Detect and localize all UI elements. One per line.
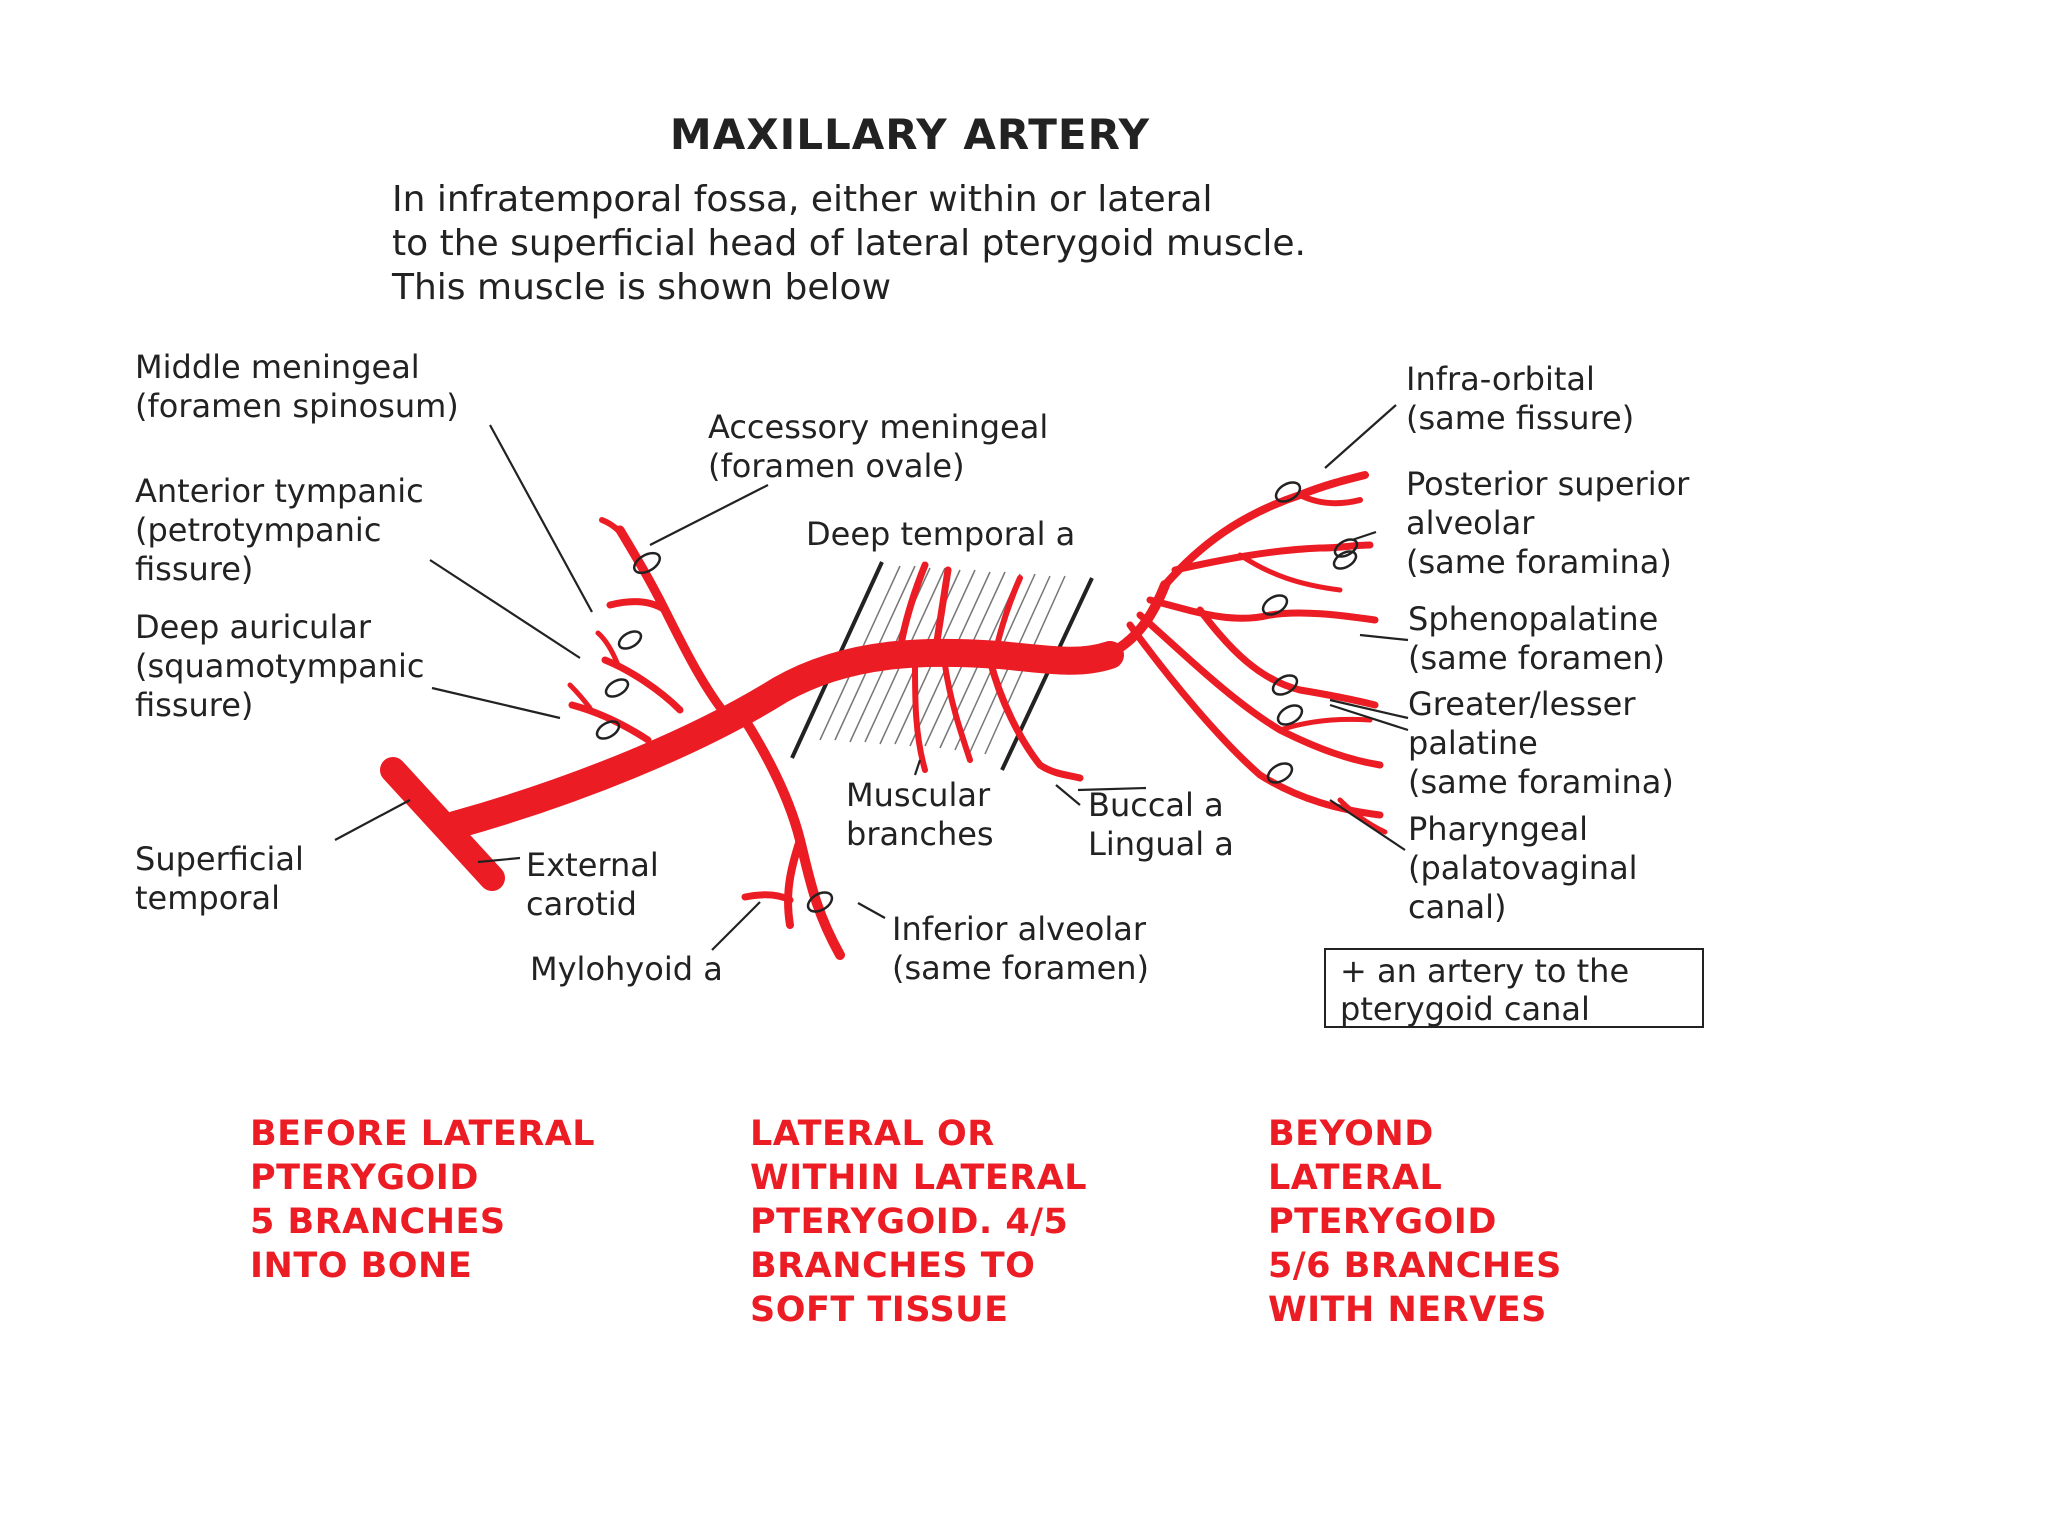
summary-line: LATERAL — [1268, 1158, 1443, 1198]
label-pharyngeal: Pharyngeal (palatovaginal canal) — [1408, 810, 1638, 927]
anterior-tympanic-artery — [601, 656, 684, 714]
subtitle-line: to the superficial head of lateral ptery… — [392, 223, 1306, 264]
label-line: Greater/lesser — [1408, 685, 1636, 723]
summary-line: LATERAL OR — [750, 1114, 995, 1154]
label-line: (same foramina) — [1408, 763, 1674, 801]
label-line: canal) — [1408, 888, 1507, 926]
summary-line: BRANCHES TO — [750, 1246, 1036, 1286]
foramen-markers — [595, 481, 1359, 913]
label-inferior-alveolar: Inferior alveolar (same foramen) — [892, 910, 1149, 988]
label-line: (same foramen) — [892, 949, 1150, 987]
mylohyoid-branch — [741, 891, 794, 904]
summary-line: PTERYGOID — [250, 1158, 479, 1198]
summary-line: BEYOND — [1268, 1114, 1434, 1154]
infra-orbital-artery — [1161, 471, 1369, 589]
label-accessory-meningeal: Accessory meningeal (foramen ovale) — [708, 408, 1048, 486]
label-line: (petrotympanic — [135, 511, 382, 549]
summary-line: PTERYGOID. 4/5 — [750, 1202, 1069, 1242]
external-carotid-stub — [380, 757, 505, 891]
summary-before-lateral-pterygoid: BEFORE LATERAL PTERYGOID 5 BRANCHES INTO… — [250, 1112, 595, 1288]
summary-beyond-lateral-pterygoid: BEYOND LATERAL PTERYGOID 5/6 BRANCHES WI… — [1268, 1112, 1562, 1332]
summary-line: INTO BONE — [250, 1246, 473, 1286]
label-line: carotid — [526, 885, 637, 923]
pharyngeal-artery — [1126, 621, 1384, 819]
label-line: Muscular — [846, 776, 991, 814]
label-line: Sphenopalatine — [1408, 600, 1659, 638]
label-middle-meningeal: Middle meningeal (foramen spinosum) — [135, 348, 459, 426]
summary-line: WITHIN LATERAL — [750, 1158, 1088, 1198]
label-line: Accessory meningeal — [708, 408, 1049, 446]
label-line: palatine — [1408, 724, 1538, 762]
label-superficial-temporal: Superficial temporal — [135, 840, 304, 918]
label-line: Posterior superior — [1406, 465, 1690, 503]
label-line: temporal — [135, 879, 280, 917]
label-line: (same foramina) — [1406, 543, 1672, 581]
posterior-superior-alveolar-artery — [1171, 541, 1374, 574]
label-line: (same foramen) — [1408, 639, 1666, 677]
label-deep-auricular: Deep auricular (squamotympanic fissure) — [135, 608, 424, 725]
label-line: Inferior alveolar — [892, 910, 1146, 948]
label-line: fissure) — [135, 686, 254, 724]
label-line: Deep auricular — [135, 608, 371, 646]
diagram-title: MAXILLARY ARTERY — [669, 110, 1151, 159]
label-posterior-superior-alveolar: Posterior superior alveolar (same forami… — [1406, 465, 1689, 582]
label-line: branches — [846, 815, 994, 853]
summary-line: SOFT TISSUE — [750, 1290, 1009, 1330]
label-line: (same fissure) — [1406, 399, 1635, 437]
subtitle-line: In infratemporal fossa, either within or… — [392, 179, 1213, 220]
diagram-subtitle: In infratemporal fossa, either within or… — [392, 178, 1592, 310]
label-line: Deep temporal a — [806, 515, 1076, 553]
subtitle-line: This muscle is shown below — [392, 267, 892, 308]
label-line: (squamotympanic — [135, 647, 425, 685]
summary-line: 5 BRANCHES — [250, 1202, 506, 1242]
label-line: Middle meningeal — [135, 348, 420, 386]
palatine-artery — [1136, 611, 1384, 769]
label-line: (foramen ovale) — [708, 447, 965, 485]
summary-line: WITH NERVES — [1268, 1290, 1547, 1330]
deep-auricular-artery — [568, 701, 652, 744]
label-line: Anterior tympanic — [135, 472, 424, 510]
label-line: Infra-orbital — [1406, 360, 1595, 398]
leader-lines — [334, 404, 1409, 951]
summary-line: PTERYGOID — [1268, 1202, 1497, 1242]
label-anterior-tympanic: Anterior tympanic (petrotympanic fissure… — [135, 472, 424, 589]
label-mylohyoid: Mylohyoid a — [530, 950, 723, 989]
label-line: Superficial — [135, 840, 304, 878]
label-line: Mylohyoid a — [530, 950, 723, 988]
summary-line: 5/6 BRANCHES — [1268, 1246, 1562, 1286]
pterygoid-canal-note: + an artery to the pterygoid canal — [1324, 948, 1704, 1028]
label-line: (foramen spinosum) — [135, 387, 459, 425]
accessory-meningeal-artery — [606, 598, 669, 614]
label-sphenopalatine: Sphenopalatine (same foramen) — [1408, 600, 1665, 678]
note-line: pterygoid canal — [1340, 990, 1590, 1028]
label-line: (palatovaginal — [1408, 849, 1638, 887]
label-muscular-branches: Muscular branches — [846, 776, 994, 854]
buccal-artery — [986, 656, 1084, 782]
label-line: Pharyngeal — [1408, 810, 1589, 848]
middle-meningeal-artery — [615, 525, 735, 725]
label-palatine: Greater/lesser palatine (same foramina) — [1408, 685, 1674, 802]
label-deep-temporal: Deep temporal a — [806, 515, 1075, 554]
label-line: External — [526, 846, 659, 884]
label-line: Lingual a — [1088, 825, 1234, 863]
label-buccal-lingual: Buccal a Lingual a — [1088, 786, 1234, 864]
label-infra-orbital: Infra-orbital (same fissure) — [1406, 360, 1634, 438]
note-line: + an artery to the — [1340, 952, 1630, 990]
muscular-branches — [912, 662, 928, 773]
maxillary-artery-trunk — [441, 638, 1124, 839]
label-external-carotid: External carotid — [526, 846, 659, 924]
label-line: Buccal a — [1088, 786, 1224, 824]
label-line: fissure) — [135, 550, 254, 588]
label-line: alveolar — [1406, 504, 1535, 542]
summary-line: BEFORE LATERAL — [250, 1114, 596, 1154]
summary-within-lateral-pterygoid: LATERAL OR WITHIN LATERAL PTERYGOID. 4/5… — [750, 1112, 1087, 1332]
deep-temporal-artery — [896, 561, 929, 654]
